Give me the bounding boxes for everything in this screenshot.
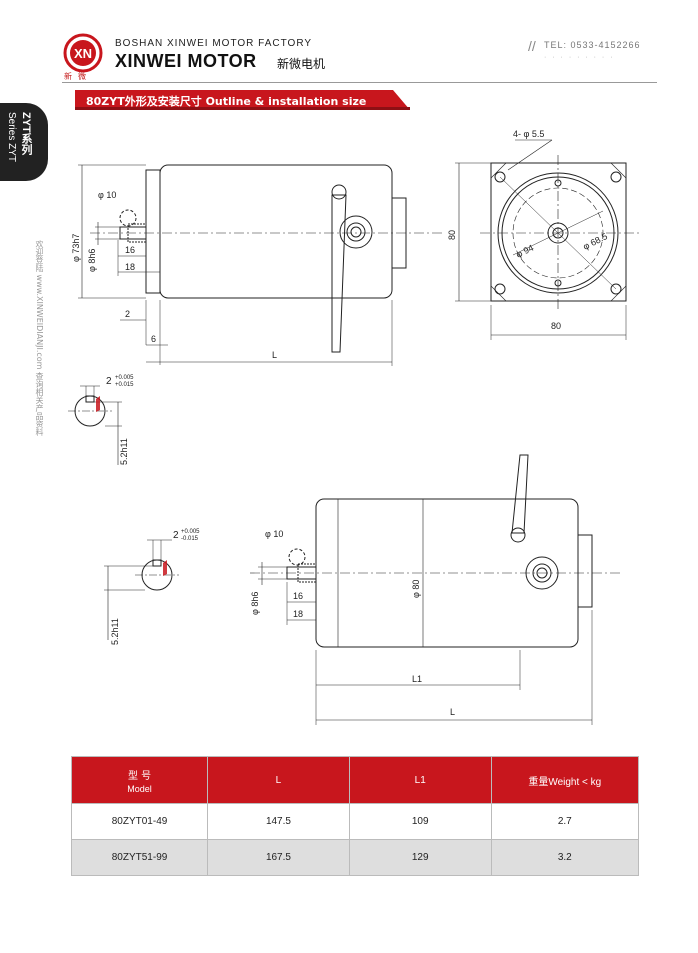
tel-divider: // [528,38,536,54]
section-banner [75,90,410,110]
key1-width: 2 [106,376,112,387]
series-en: Series ZYT [6,112,17,163]
table-row: 80ZYT01-49 147.5 109 2.7 [70,803,640,840]
mount-hole-br [610,283,622,295]
dim-pcd: φ 94 [514,243,535,260]
dim-2-top: 2 [125,309,130,319]
cell-l: 147.5 [207,803,350,840]
key2-tol-upper: +0.005 [181,529,200,535]
dim-pilot: φ 68.5 [581,231,609,252]
dim-flange-dia: φ 73h7 [71,234,81,262]
tel-number: TEL: 0533-4152266 [544,40,641,50]
cell-model: 80ZYT01-49 [70,803,209,840]
dim-body-dia: φ 80 [411,580,421,598]
cell-l: 167.5 [207,839,350,876]
lead-wire-top [331,194,347,353]
motor-flange-top [145,169,161,294]
key1-tol-lower: +0.015 [115,382,134,388]
cell-weight: 2.7 [490,803,640,840]
dim-6-top: 6 [151,334,156,344]
cell-model: 80ZYT51-99 [70,839,209,876]
dim-shaft-dia-top: φ 10 [98,190,116,200]
dim-length-bottom: L [450,707,455,717]
terminal-outer-bottom [525,556,559,590]
mount-hole-tl [494,171,506,183]
terminal-outer-top [339,215,373,249]
cell-weight: 3.2 [490,839,640,876]
end-view-flange [490,162,627,302]
dim-18-top: 18 [125,262,135,272]
motor-body-top [159,164,393,299]
dim-18-bottom: 18 [293,609,303,619]
header-l1: L1 [348,756,492,804]
dim-end-height: 80 [447,230,457,240]
key2-width: 2 [173,530,179,541]
table-header-row: 型 号 Model L L1 重量Weight < kg [70,756,640,804]
dim-16-top: 16 [125,245,135,255]
dim-end-width: 80 [551,321,561,331]
cell-l1: 129 [348,839,492,876]
company-name: BOSHAN XINWEI MOTOR FACTORY [115,38,313,49]
key1-depth: 5.2h11 [119,438,129,465]
header-l: L [207,756,350,804]
header-model: 型 号 Model [70,756,209,804]
series-cn: ZYT系列 [20,112,32,155]
header-weight: 重量Weight < kg [490,756,640,804]
mount-hole-bl [494,283,506,295]
motor-rear-cap-bottom [577,534,593,608]
dim-shaft-dia-bottom: φ 10 [265,529,283,539]
dim-l1: L1 [412,674,422,684]
xinwei-logo: XN [63,33,103,73]
key2-tol-lower: -0.015 [181,536,199,542]
header-rule [62,82,657,83]
logo-text: XN [74,46,92,61]
lead-wire-bottom [511,454,529,534]
logo-sub: 新微 [64,72,92,81]
website-note: 欢迎登陆 www.XINWEIDIANJI.com 查询相关产品资料 [35,240,44,436]
brand-name: XINWEI MOTOR [115,51,257,71]
series-tab [0,103,48,181]
brand-name-cn: 新微电机 [277,57,326,71]
dim-length-top: L [272,350,277,360]
header-model-cn: 型 号 [127,770,152,782]
tel-line-2: · · · · · · · · · [544,54,615,61]
outline-drawing: φ 10 φ 73h7 φ 8h6 16 18 2 6 L 4- φ 5.5 φ… [68,129,640,725]
mount-hole-tr [610,171,622,183]
spec-table: 型 号 Model L L1 重量Weight < kg 80ZYT01-49 … [70,756,640,876]
dim-shaft-fit-bottom: φ 8h6 [250,592,260,615]
key1-tol-upper: +0.005 [115,375,134,381]
header-model-en: Model [127,783,152,794]
cell-l1: 109 [348,803,492,840]
dim-16-bottom: 16 [293,591,303,601]
shaft-circle-top [119,209,137,227]
section-title: 80ZYT外形及安装尺寸 Outline & installation size [86,95,367,108]
dim-shaft-fit-top: φ 8h6 [87,249,97,272]
table-row: 80ZYT51-99 167.5 129 3.2 [70,839,640,876]
key2-depth: 5.2h11 [110,618,120,645]
dim-mount-holes: 4- φ 5.5 [513,129,544,139]
